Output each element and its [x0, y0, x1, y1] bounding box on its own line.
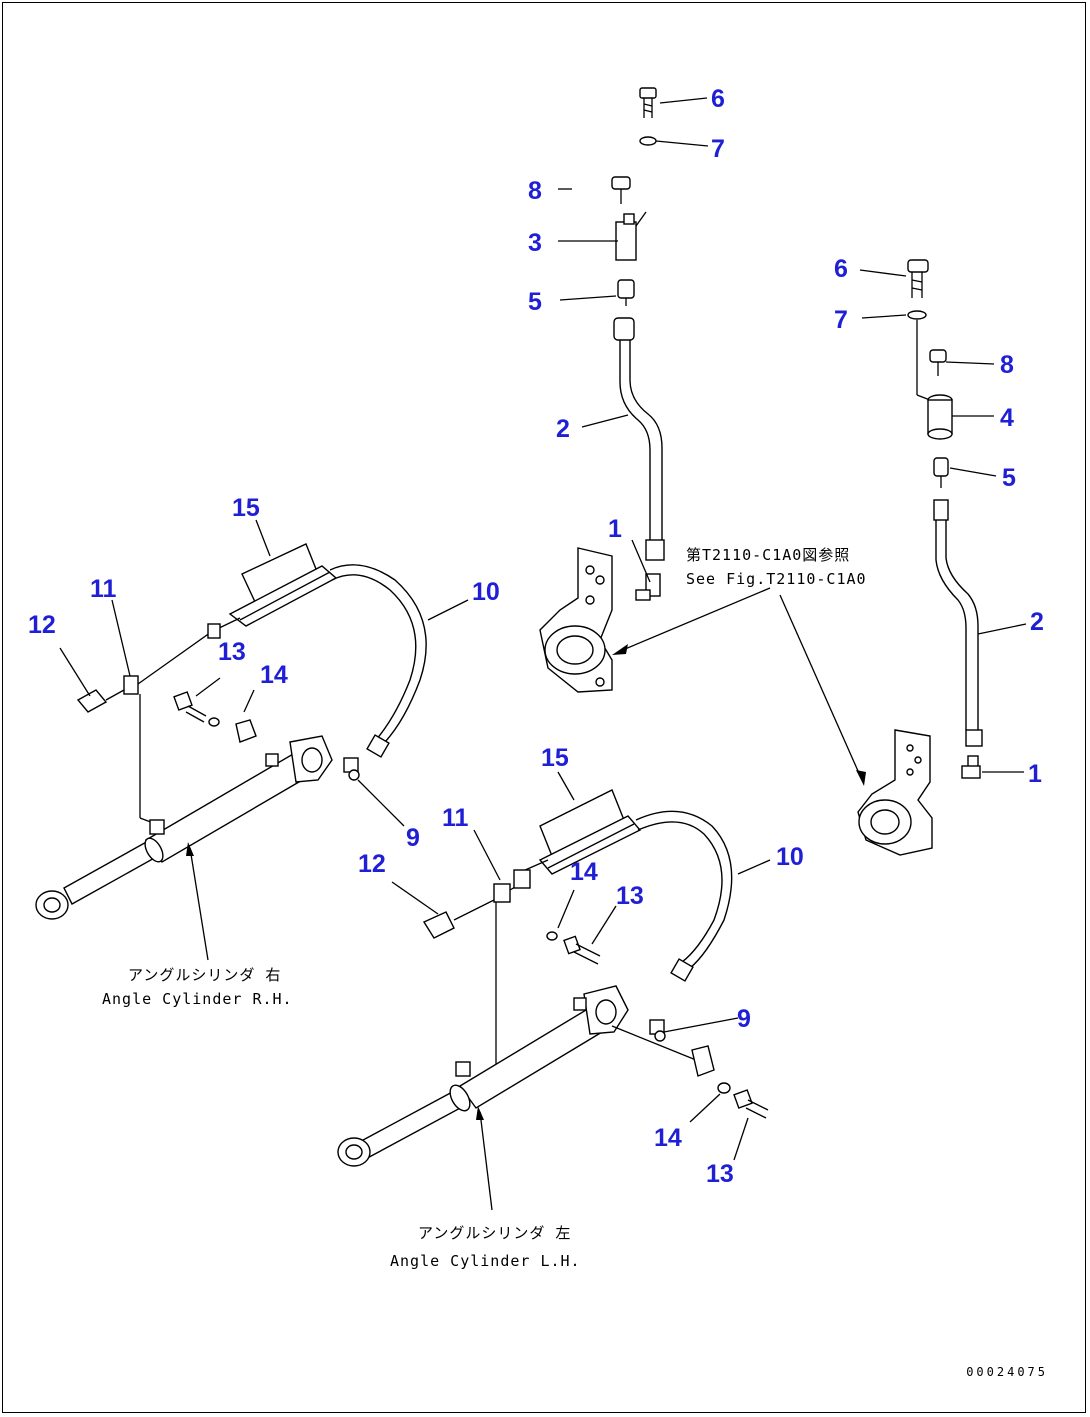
callout-4: 4 [1000, 404, 1014, 432]
callout-6: 6 [711, 85, 725, 113]
drawing-code: 00024075 [966, 1365, 1048, 1379]
washer-part [717, 1082, 731, 1094]
callout-7: 7 [834, 306, 848, 334]
callout-5: 5 [528, 288, 542, 316]
callout-13: 13 [706, 1160, 734, 1188]
reference-arrow [479, 1111, 493, 1211]
washer-part [208, 717, 220, 727]
clamp-part [691, 1045, 715, 1077]
bracket-part [857, 729, 933, 856]
see-figure-note-jp: 第T2110-C1A0図参照 [686, 546, 850, 564]
callout-15: 15 [232, 494, 260, 522]
text-notes: 第T2110-C1A0図参照 See Fig.T2110-C1A0 アングルシリ… [102, 546, 867, 1270]
bolt-part [173, 691, 207, 723]
block-part [615, 211, 647, 261]
callout-14: 14 [654, 1124, 682, 1152]
callout-8: 8 [528, 177, 542, 205]
elbow-part [617, 279, 635, 306]
tee-part [961, 755, 981, 779]
hose-part [613, 317, 665, 561]
callout-7: 7 [711, 135, 725, 163]
callout-13: 13 [616, 882, 644, 910]
callout-6: 6 [834, 255, 848, 283]
callout-10: 10 [776, 843, 804, 871]
bolt-part [639, 87, 657, 118]
cylinder-part [337, 985, 697, 1167]
callout-12: 12 [28, 611, 56, 639]
cylinder-part [35, 735, 333, 920]
fitting-part [422, 869, 531, 939]
bracket-part [539, 547, 613, 693]
callout-leaders [59, 97, 1027, 1161]
hose-part [635, 810, 733, 982]
fitting-part [76, 623, 221, 713]
callout-8: 8 [1000, 351, 1014, 379]
callout-3: 3 [528, 229, 542, 257]
angle-cylinder-lh-assembly [337, 789, 769, 1211]
callout-14: 14 [260, 661, 288, 689]
callout-numbers: 6 7 8 3 5 2 1 6 7 8 4 5 2 1 15 11 12 13 … [28, 85, 1044, 1188]
clamp-part [235, 719, 257, 743]
callout-5: 5 [1002, 464, 1016, 492]
cylinder-rh-label-jp: アングルシリンダ 右 [128, 966, 281, 984]
hose-part [933, 499, 983, 747]
callout-2: 2 [556, 415, 570, 443]
guard-part [214, 543, 338, 631]
arrow-head [476, 1106, 484, 1120]
callout-9: 9 [406, 824, 420, 852]
hose-part [329, 564, 427, 758]
callout-10: 10 [472, 578, 500, 606]
cylinder-lh-label-en: Angle Cylinder L.H. [390, 1252, 581, 1270]
washer-part [639, 136, 657, 146]
plug-part [611, 176, 631, 204]
elbow-part [343, 757, 360, 781]
guard-part [515, 789, 642, 875]
bolt-part [733, 1089, 769, 1119]
callout-1: 1 [608, 515, 622, 543]
plug-part [929, 349, 947, 376]
callout-12: 12 [358, 850, 386, 878]
elbow-part [933, 457, 949, 488]
right-assembly [857, 259, 983, 856]
callout-14: 14 [570, 858, 598, 886]
callout-13: 13 [218, 638, 246, 666]
angle-cylinder-rh-assembly [35, 543, 427, 961]
bolt-part [907, 259, 929, 298]
cylinder-rh-label-en: Angle Cylinder R.H. [102, 990, 293, 1008]
see-figure-note-en: See Fig.T2110-C1A0 [686, 570, 867, 588]
arrow-head [186, 842, 194, 856]
cylinder-lh-label-jp: アングルシリンダ 左 [418, 1224, 571, 1242]
bolt-part [563, 935, 601, 965]
block-part [927, 394, 953, 440]
callout-9: 9 [737, 1005, 751, 1033]
callout-2: 2 [1030, 608, 1044, 636]
callout-11: 11 [442, 804, 469, 832]
reference-arrow [189, 847, 209, 961]
callout-15: 15 [541, 744, 569, 772]
callout-11: 11 [90, 575, 117, 603]
upper-center-assembly [539, 87, 665, 693]
callout-1: 1 [1028, 760, 1042, 788]
washer-part [546, 931, 558, 941]
elbow-part [649, 1019, 666, 1042]
washer-part [907, 310, 927, 320]
reference-arrows [612, 587, 866, 786]
